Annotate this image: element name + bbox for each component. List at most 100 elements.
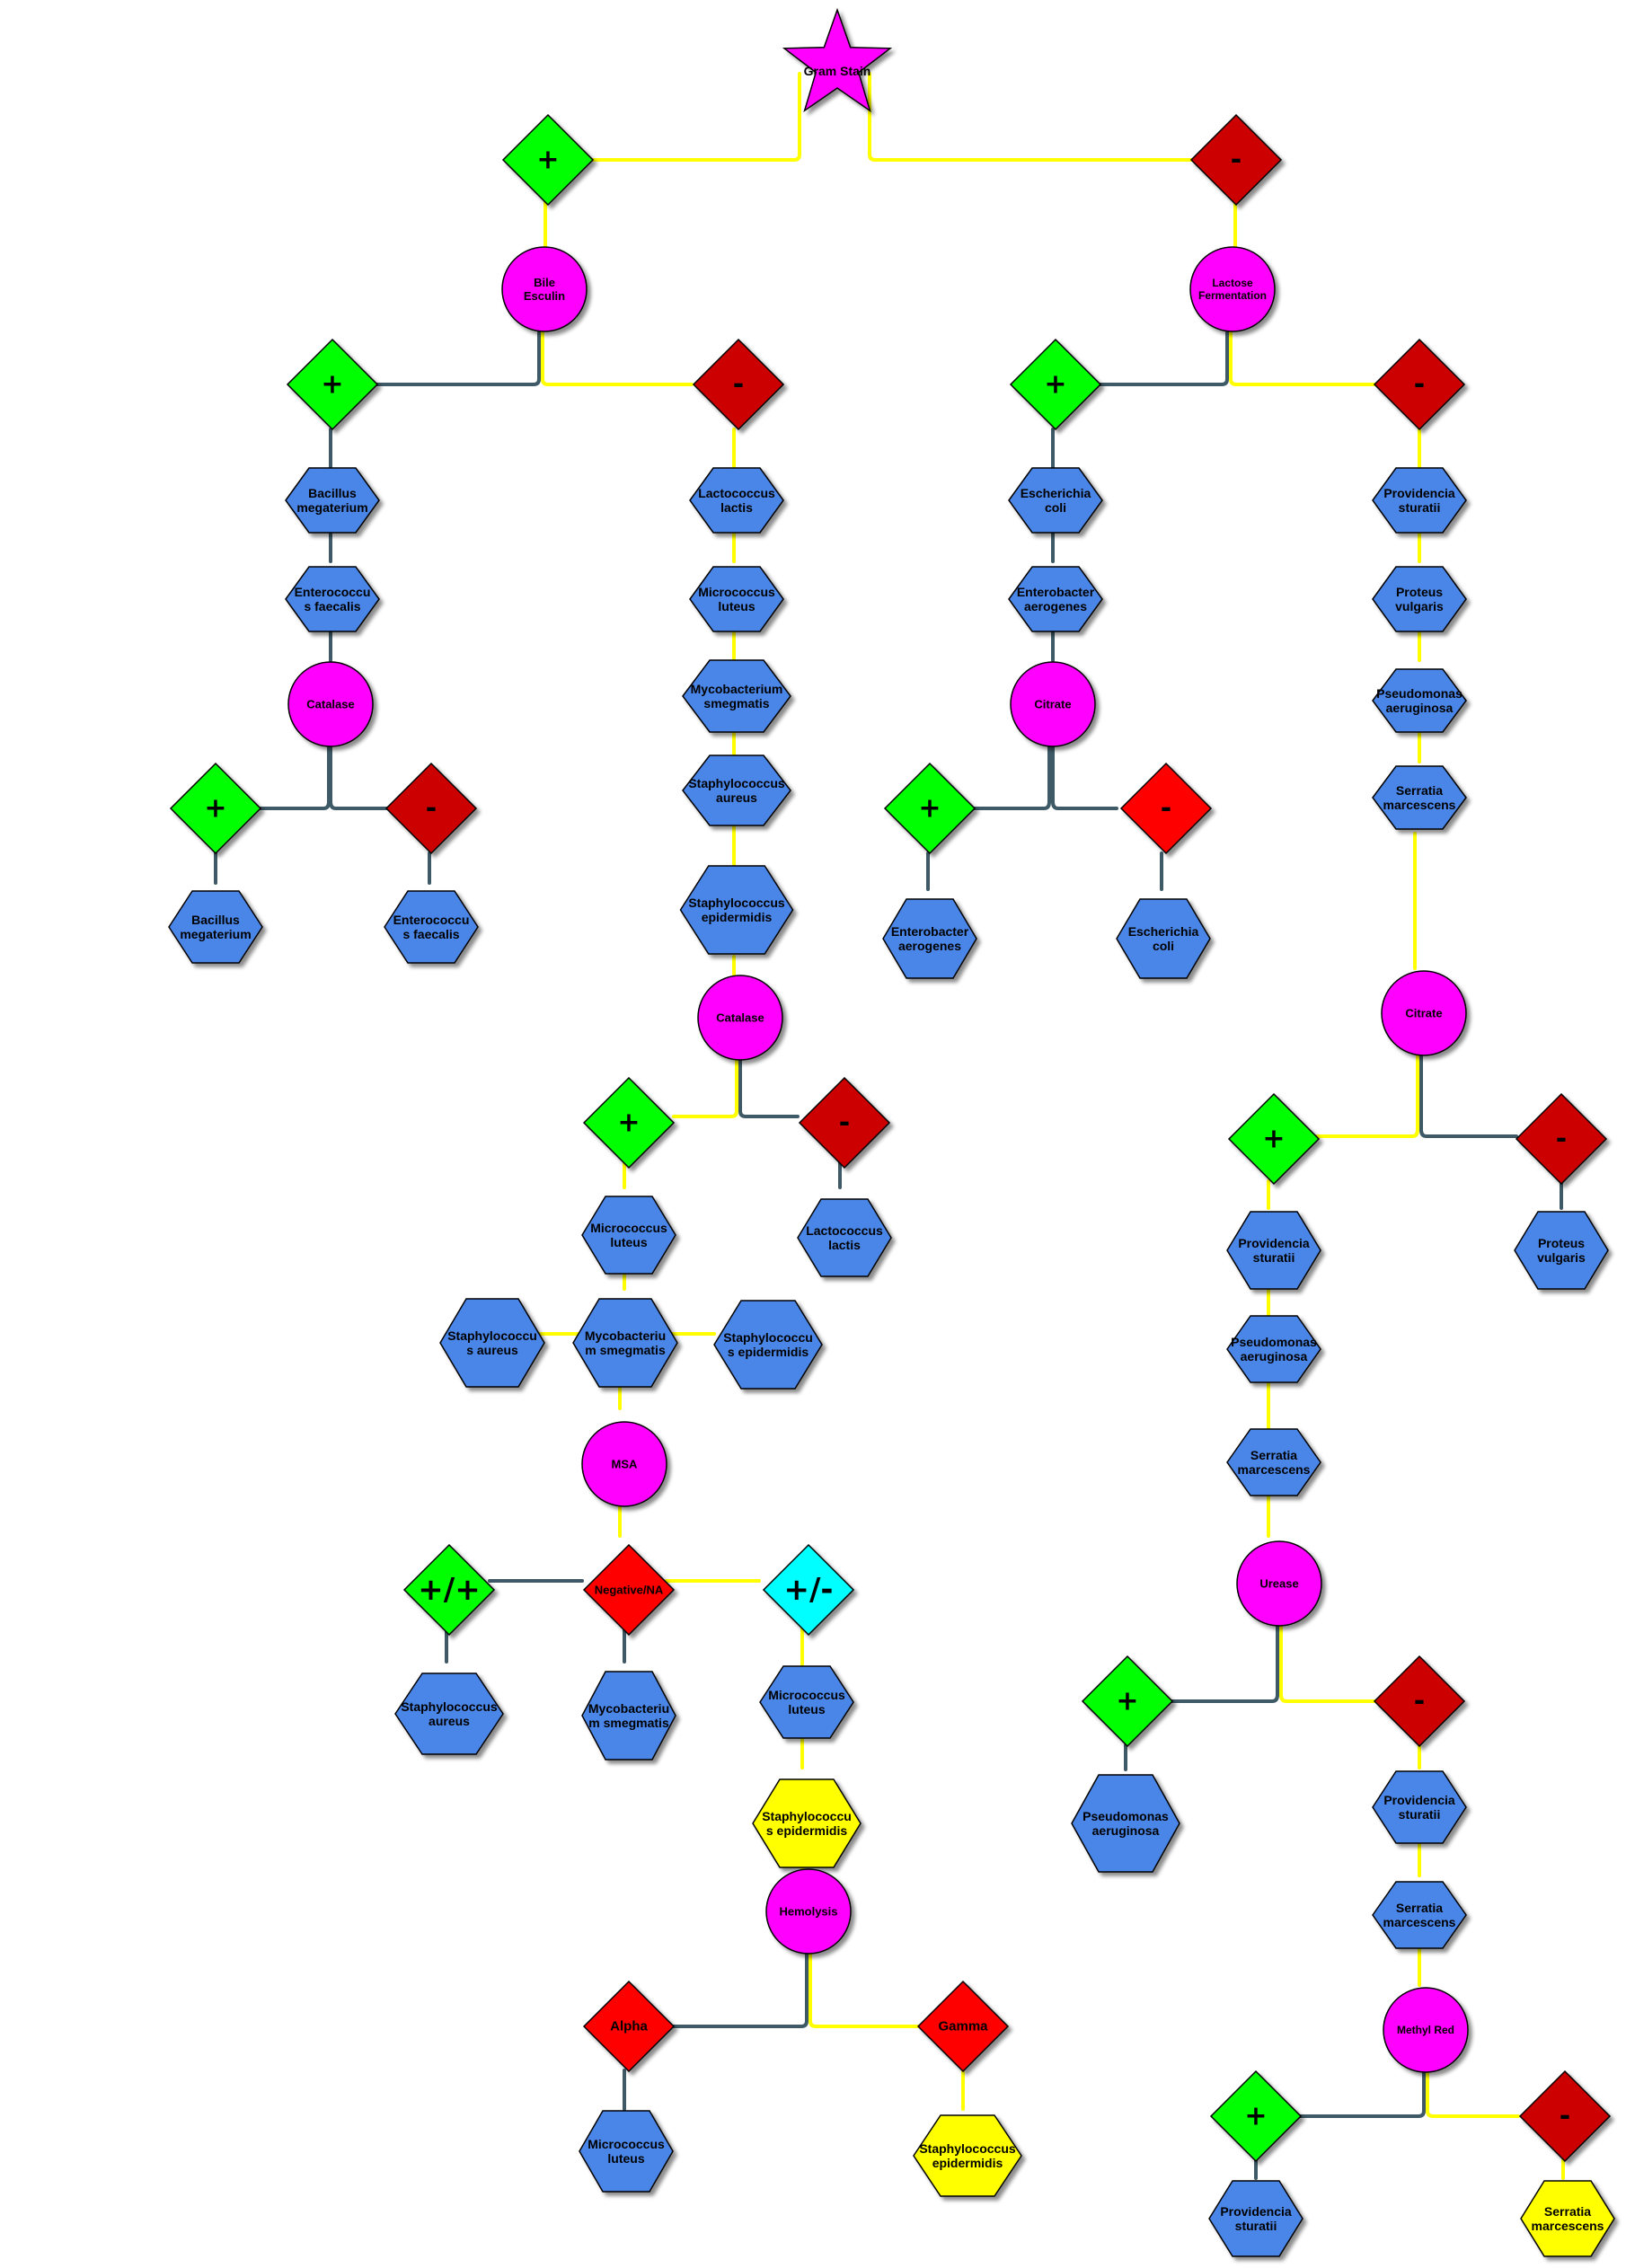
organism-lactococcus-lactis-label: lactis xyxy=(720,500,753,515)
organism-providencia-sturatii-citrate-label: Providencia xyxy=(1238,1236,1310,1250)
organism-staphylococcus-aureus-label: aureus xyxy=(716,790,757,805)
urease-test[interactable]: Urease xyxy=(1236,1540,1322,1627)
organism-mycobacterium-smegmatis-label: smegmatis xyxy=(703,696,769,710)
hemolysis-gamma-label: Gamma xyxy=(938,2019,988,2034)
methyl-red-positive[interactable]: + xyxy=(1209,2069,1303,2163)
catalase-left-negative[interactable]: - xyxy=(384,762,478,855)
lactose-negative[interactable]: - xyxy=(1373,338,1466,431)
citrate-test-left[interactable]: Citrate xyxy=(1010,661,1096,747)
organism-staphylococcus-epidermidis-side[interactable]: Staphylococcus epidermidis xyxy=(713,1300,823,1390)
diamond-shape xyxy=(384,762,478,855)
connector-line xyxy=(1169,1622,1279,1703)
gram-stain-start[interactable]: Gram Stain xyxy=(782,7,893,113)
gram-negative-decision[interactable]: - xyxy=(1189,113,1283,207)
urease-test-label: Urease xyxy=(1259,1577,1298,1591)
hemolysis-gamma[interactable]: Gamma xyxy=(916,1980,1010,2073)
citrate-left-positive[interactable]: + xyxy=(883,762,976,855)
catalase-middle-negative[interactable]: - xyxy=(798,1076,891,1169)
hemolysis-test[interactable]: Hemolysis xyxy=(765,1868,852,1955)
msa-positive-positive[interactable]: +/+ xyxy=(402,1543,496,1637)
organism-pseudomonas-aeruginosa-urease-label: Pseudomonas xyxy=(1083,1809,1169,1823)
lactose-positive[interactable]: + xyxy=(1009,338,1102,431)
msa-positive-negative[interactable]: +/- xyxy=(762,1543,855,1637)
organism-micrococcus-luteus-catalase-label: luteus xyxy=(610,1235,647,1249)
organism-bacillus-megaterium-result-label: megaterium xyxy=(180,927,251,941)
citrate-right-negative[interactable]: - xyxy=(1515,1092,1608,1186)
hexagon-shape xyxy=(682,755,791,826)
organism-staphylococcus-epidermidis-msa[interactable]: Staphylococcus epidermidis xyxy=(752,1778,862,1868)
citrate-test-right[interactable]: Citrate xyxy=(1381,970,1467,1056)
organism-staphylococcus-aureus-msa-label: Staphylococcus xyxy=(401,1699,498,1714)
organism-lactococcus-lactis-result-label: Lactococcus xyxy=(806,1223,883,1238)
organism-pseudomonas-aeruginosa-citrate-label: Pseudomonas xyxy=(1231,1335,1317,1349)
hemolysis-alpha[interactable]: Alpha xyxy=(582,1980,676,2073)
hexagon-shape xyxy=(1226,1428,1321,1496)
organism-serratia-marcescens-urease-label: Serratia xyxy=(1396,1901,1443,1915)
citrate-right-positive[interactable]: + xyxy=(1227,1092,1321,1186)
urease-negative[interactable]: - xyxy=(1373,1655,1466,1748)
citrate-left-negative[interactable]: - xyxy=(1119,762,1213,855)
organism-mycobacterium-smegmatis-msa[interactable]: Mycobacterium smegmatis xyxy=(581,1671,676,1761)
bile-esculin-positive[interactable]: + xyxy=(286,338,379,431)
catalase-test-left[interactable]: Catalase xyxy=(287,661,374,747)
gram-negative-decision-label: - xyxy=(1231,145,1242,176)
hexagon-shape xyxy=(689,467,784,534)
catalase-test-middle-label: Catalase xyxy=(716,1011,764,1025)
diamond-shape xyxy=(1081,1655,1174,1748)
organism-proteus-vulgaris-result-label: Proteus xyxy=(1538,1236,1585,1250)
urease-positive[interactable]: + xyxy=(1081,1655,1174,1748)
catalase-test-middle[interactable]: Catalase xyxy=(697,975,783,1061)
connector-line xyxy=(868,72,1227,162)
organism-mycobacterium-smegmatis-center[interactable]: Mycobacterium smegmatis xyxy=(572,1298,678,1388)
methyl-red-test[interactable]: Methyl Red xyxy=(1383,1987,1469,2073)
bile-esculin-negative[interactable]: - xyxy=(692,338,785,431)
organism-micrococcus-luteus-label: luteus xyxy=(718,599,755,613)
connector-layer xyxy=(214,72,1565,2180)
msa-negative-na[interactable]: Negative/NA xyxy=(582,1543,676,1637)
methyl-red-negative[interactable]: - xyxy=(1518,2069,1612,2163)
msa-test[interactable]: MSA xyxy=(581,1421,667,1507)
citrate-test-left-label: Citrate xyxy=(1034,698,1071,711)
gram-positive-decision[interactable]: + xyxy=(501,113,595,207)
catalase-middle-positive[interactable]: + xyxy=(582,1076,676,1169)
hexagon-shape xyxy=(1514,1211,1609,1290)
organism-staphylococcus-epidermidis-label: epidermidis xyxy=(702,910,773,924)
organism-staphylococcus-aureus-side[interactable]: Staphylococcus aureus xyxy=(439,1298,545,1388)
catalase-left-positive[interactable]: + xyxy=(169,762,262,855)
hexagon-shape xyxy=(168,890,263,964)
